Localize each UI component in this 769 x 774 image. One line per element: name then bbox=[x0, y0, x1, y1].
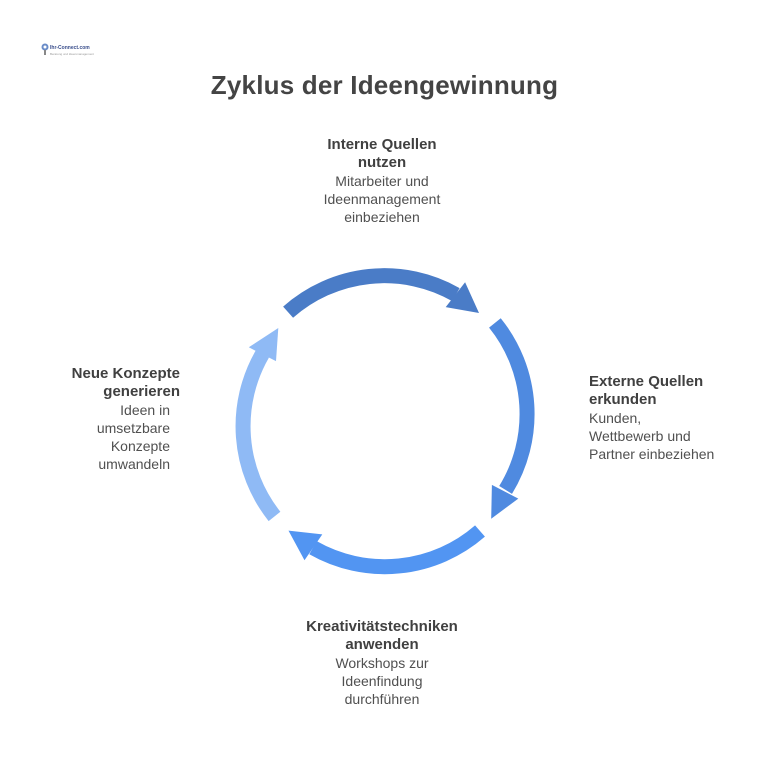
arc-right bbox=[489, 318, 535, 494]
arrowhead-left bbox=[248, 328, 279, 362]
step-external-sources: Externe Quellen erkunden Kunden, Wettbew… bbox=[589, 373, 759, 463]
logo-subtext: Beratung und Ideenmanagement bbox=[50, 52, 94, 56]
arc-bottom bbox=[309, 525, 485, 575]
step-internal-heading-line2: nutzen bbox=[357, 154, 407, 171]
logo-icon bbox=[41, 43, 49, 55]
page-title: Zyklus der Ideengewinnung bbox=[210, 70, 559, 100]
step-external-desc-line3: Partner einbeziehen bbox=[589, 446, 715, 462]
step-external-heading-line2: erkunden bbox=[589, 391, 657, 408]
logo-text: Ihr-Connect.com bbox=[50, 45, 90, 51]
step-internal-heading-line1: Interne Quellen bbox=[327, 136, 437, 153]
step-external-heading-line1: Externe Quellen bbox=[589, 373, 704, 390]
step-internal-desc-line3: einbeziehen bbox=[344, 209, 420, 225]
step-concepts-heading-line1: Neue Konzepte bbox=[71, 365, 180, 382]
step-internal-desc-line1: Mitarbeiter und bbox=[335, 173, 429, 189]
step-new-concepts: Neue Konzepte generieren Ideen in umsetz… bbox=[30, 365, 180, 473]
step-concepts-desc-line1: Ideen in bbox=[120, 402, 170, 418]
step-internal-desc-line2: Ideenmanagement bbox=[323, 191, 441, 207]
step-creativity-desc-line2: Ideenfindung bbox=[341, 673, 423, 689]
step-concepts-desc-line3: Konzepte bbox=[110, 438, 170, 454]
logo: Ihr-Connect.com Beratung und Ideenmanage… bbox=[40, 42, 94, 62]
step-creativity-desc-line3: durchführen bbox=[344, 691, 420, 707]
step-creativity-heading-line2: anwenden bbox=[345, 636, 419, 653]
step-creativity-heading-line1: Kreativitätstechniken bbox=[306, 618, 458, 635]
step-concepts-heading-line2: generieren bbox=[103, 383, 180, 400]
step-external-desc-line2: Wettbewerb und bbox=[589, 428, 691, 444]
arc-left bbox=[235, 349, 281, 522]
step-creativity-desc-line1: Workshops zur bbox=[335, 655, 429, 671]
arrowhead-right bbox=[491, 484, 519, 519]
arc-top bbox=[283, 268, 460, 318]
step-internal-sources: Interne Quellen nutzen Mitarbeiter und I… bbox=[292, 136, 472, 226]
step-concepts-desc-line2: umsetzbare bbox=[96, 420, 170, 436]
step-external-desc-line1: Kunden, bbox=[589, 410, 642, 426]
step-creativity-techniques: Kreativitätstechniken anwenden Workshops… bbox=[287, 618, 477, 708]
step-concepts-desc-line4: umwandeln bbox=[98, 456, 170, 472]
arrowhead-bottom bbox=[288, 530, 323, 561]
arrowhead-top bbox=[445, 282, 479, 313]
